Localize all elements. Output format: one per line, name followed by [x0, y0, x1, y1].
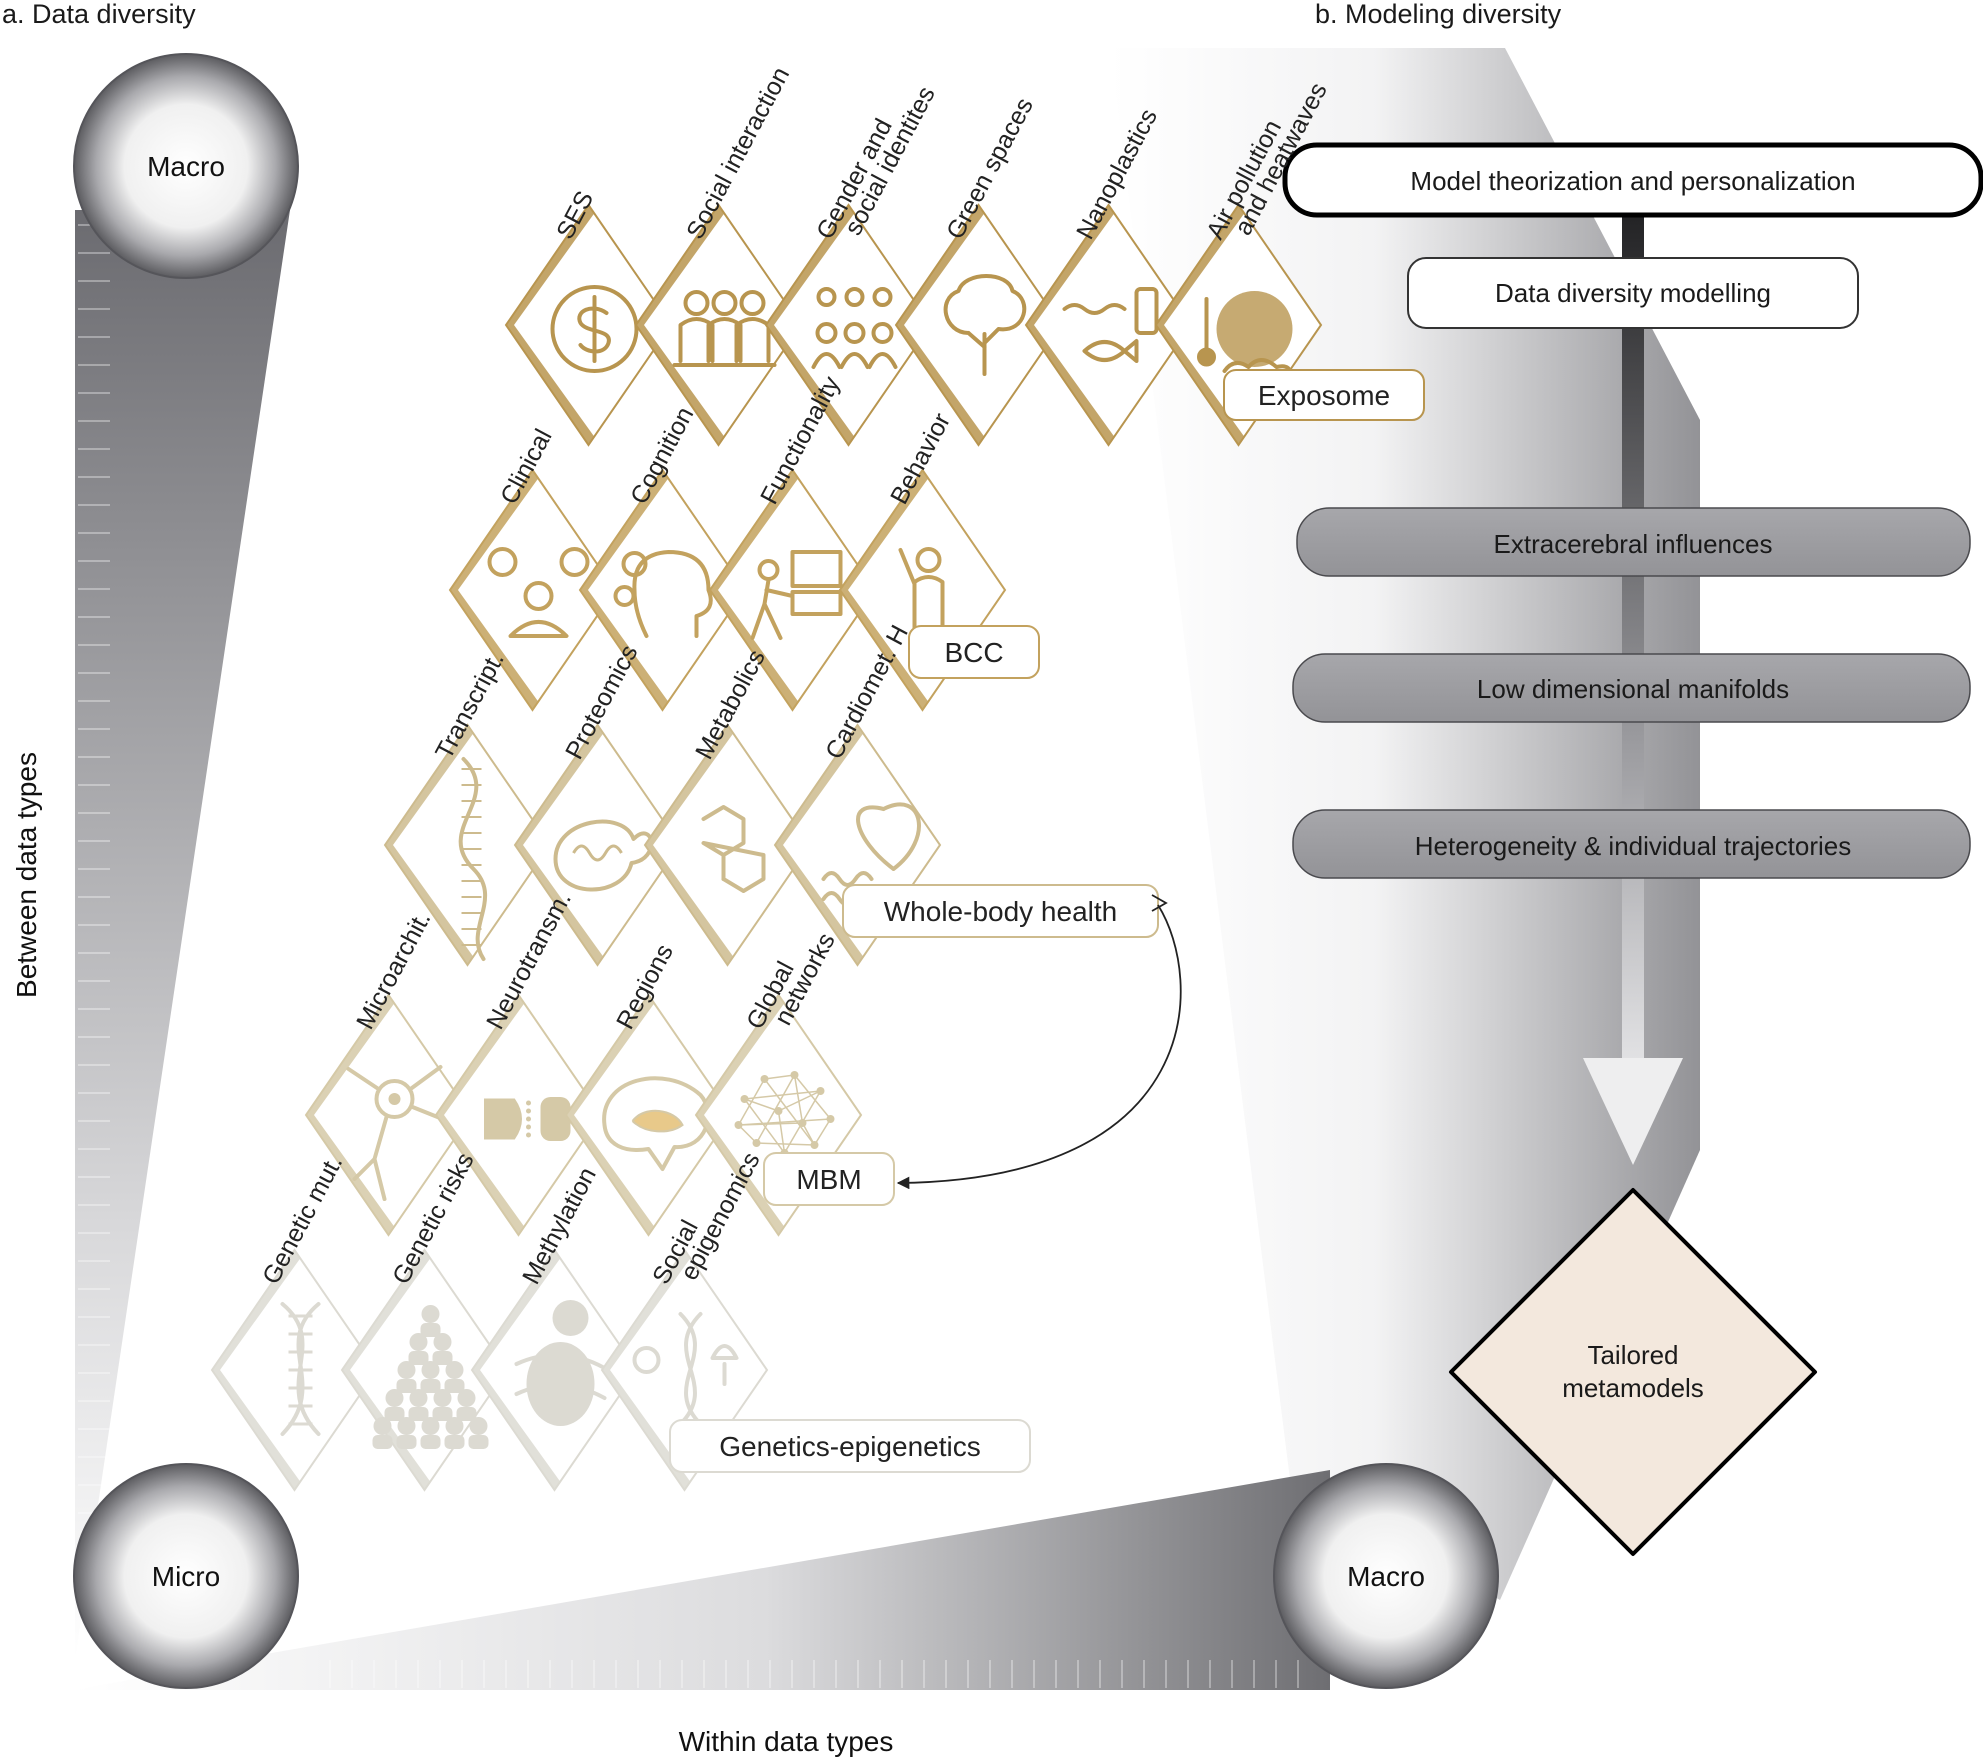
tailored-metamodels-node: Tailored metamodels — [1449, 1188, 1817, 1556]
people-group-icon — [672, 290, 777, 367]
svg-text:Extracerebral influences: Extracerebral influences — [1494, 529, 1773, 559]
group-label-bcc: BCC — [908, 625, 1040, 679]
svg-text:metamodels: metamodels — [1562, 1373, 1704, 1403]
panel-b-title: b. Modeling diversity — [1315, 0, 1562, 29]
horizontal-axis-ticks — [329, 1660, 1299, 1688]
dna-icon — [280, 1302, 321, 1436]
svg-text:Whole-body health: Whole-body health — [884, 896, 1117, 927]
svg-text:Low dimensional manifolds: Low dimensional manifolds — [1477, 674, 1789, 704]
modeling-arrow-shaft — [1622, 210, 1644, 1090]
tile-transcript: Transcript. — [383, 647, 552, 967]
tile-regions: Regions — [564, 940, 733, 1237]
horizontal-axis-wedge — [75, 1470, 1330, 1690]
group-label-whole-body-health: Whole-body health — [842, 884, 1159, 938]
x-axis-label: Within data types — [679, 1726, 894, 1757]
faces-person-icon — [487, 547, 590, 638]
group-label-mbm: MBM — [763, 1152, 895, 1206]
person-waving-icon — [898, 547, 945, 644]
modeling-arrow-head — [1583, 1058, 1683, 1165]
step-low-dimensional-manifolds: Low dimensional manifolds — [1292, 653, 1971, 723]
step-heterogeneity-trajectories: Heterogeneity & individual trajectories — [1292, 809, 1971, 879]
panel-a-title: a. Data diversity — [2, 0, 196, 29]
rna-strand-icon — [458, 757, 487, 961]
dollar-icon — [550, 285, 639, 373]
fish-bottle-icon — [1062, 287, 1159, 363]
vertical-axis-wedge — [75, 210, 290, 1660]
link-arrow-whole-body-to-mbm — [896, 904, 1182, 1190]
svg-text:Heterogeneity & individual tra: Heterogeneity & individual trajectories — [1415, 831, 1851, 861]
gender-symbols-icon — [811, 287, 898, 369]
svg-text:Data diversity modelling: Data diversity modelling — [1495, 278, 1771, 308]
sphere-bottom-right: Macro — [1273, 1463, 1499, 1689]
tree-icon — [943, 274, 1027, 376]
svg-text:Macro: Macro — [147, 151, 225, 182]
sphere-bottom-left: Micro — [73, 1463, 299, 1689]
group-label-genetics-epigenetics: Genetics-epigenetics — [669, 1419, 1031, 1473]
molecule-icon — [701, 805, 766, 893]
dna-society-icon — [632, 1312, 739, 1426]
svg-text:Genetics-epigenetics: Genetics-epigenetics — [719, 1431, 980, 1462]
thermometer-globe-icon — [1197, 291, 1293, 381]
nucleosome-icon — [514, 1300, 607, 1426]
head-gears-icon — [613, 550, 713, 638]
person-cart-icon — [750, 550, 843, 640]
step-extracerebral-influences: Extracerebral influences — [1296, 507, 1971, 577]
svg-text:Model theorization and persona: Model theorization and personalization — [1410, 166, 1855, 196]
svg-text:Micro: Micro — [152, 1561, 220, 1592]
link-arrow-head-top — [1151, 894, 1168, 912]
synapse-icon — [484, 1097, 571, 1141]
tile-ses: SES — [504, 186, 673, 447]
svg-text:BCC: BCC — [944, 637, 1003, 668]
y-axis-label: Between data types — [11, 752, 42, 998]
svg-text:Tailored: Tailored — [1587, 1340, 1678, 1370]
brain-network-icon — [734, 1071, 835, 1157]
neuron-icon — [346, 1065, 445, 1201]
svg-text:Macro: Macro — [1347, 1561, 1425, 1592]
population-icon — [372, 1305, 489, 1449]
svg-text:MBM: MBM — [796, 1164, 861, 1195]
sphere-top-left: Macro — [73, 53, 299, 279]
svg-text:Exposome: Exposome — [1258, 380, 1390, 411]
step-data-diversity-modelling: Data diversity modelling — [1407, 257, 1859, 329]
step-model-theorization: Model theorization and personalization — [1282, 142, 1983, 218]
group-label-exposome: Exposome — [1223, 369, 1425, 421]
